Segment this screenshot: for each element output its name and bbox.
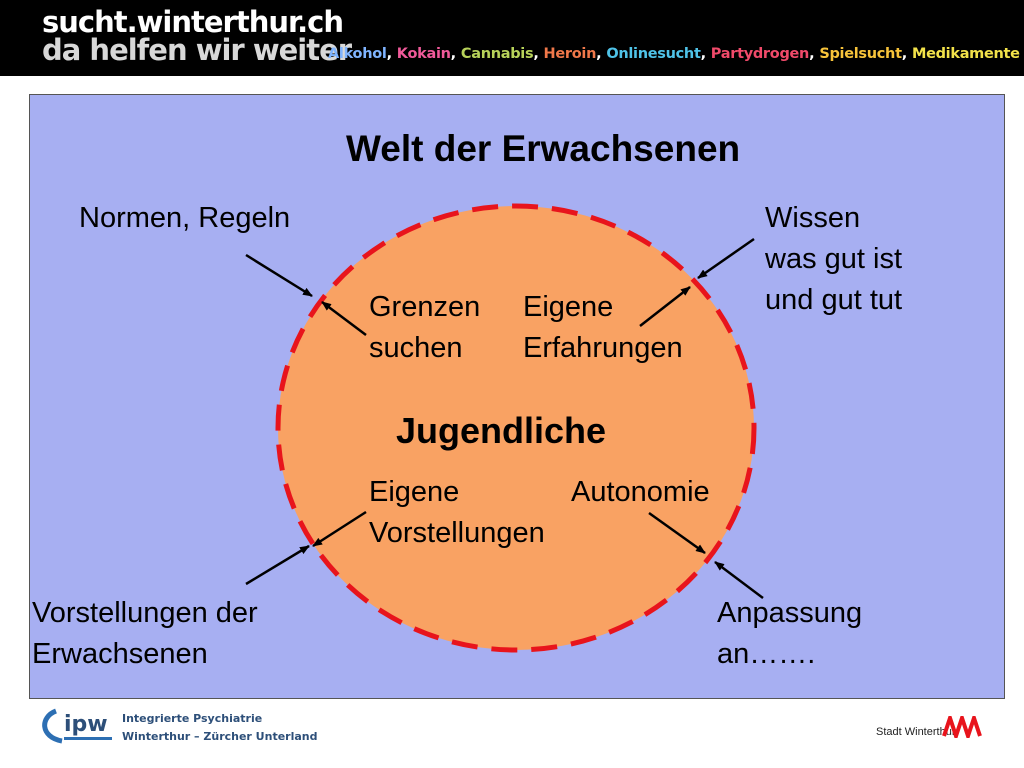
- label-eigene-erfahrungen: Eigene Erfahrungen: [523, 287, 683, 369]
- label-wissen: Wissen was gut ist und gut tut: [765, 198, 902, 321]
- substance-onlinesucht: Onlinesucht: [606, 46, 701, 62]
- label-erfahrungen-line2: Erfahrungen: [523, 332, 683, 364]
- arrow-eigene-vorstellungen: [312, 510, 367, 548]
- arrow-erfahrungen: [639, 286, 691, 327]
- label-anpassung-line1: Anpassung: [717, 597, 863, 629]
- label-wissen-line1: Wissen: [765, 202, 861, 234]
- substance-separator: ,: [386, 46, 393, 62]
- substance-separator: ,: [596, 46, 602, 62]
- arrow-wissen: [697, 237, 755, 280]
- label-grenzen-line1: Grenzen: [369, 291, 481, 323]
- substance-heroin: Heroin: [543, 46, 597, 62]
- substance-cannabis: Cannabis: [460, 46, 534, 62]
- label-vorstellungen-line2: Vorstellungen: [369, 517, 545, 549]
- substance-separator: ,: [450, 46, 457, 62]
- label-wissen-line2: was gut ist: [765, 243, 902, 275]
- winterthur-coat-icon: [942, 716, 982, 738]
- label-erw-line2: Erwachsenen: [32, 638, 208, 670]
- label-erw-line1: Vorstellungen der: [32, 597, 258, 629]
- label-eigene-vorstellungen: Eigene Vorstellungen: [369, 472, 545, 554]
- arrow-vorstellungen-erw: [245, 544, 310, 586]
- substance-medikamente: Medikamente: [911, 46, 1020, 62]
- city-label: Stadt Winterthur: [876, 726, 956, 738]
- label-grenzen-suchen: Grenzen suchen: [369, 287, 480, 369]
- center-label: Jugendliche: [396, 410, 607, 451]
- ipw-logo-text: ipw: [64, 712, 108, 737]
- substance-list: Alkohol,Kokain,Cannabis,Heroin,Onlinesuc…: [328, 46, 1020, 62]
- label-autonomie: Autonomie: [571, 476, 710, 508]
- label-anpassung-line2: an…….: [717, 638, 816, 670]
- label-anpassung: Anpassung an…….: [717, 593, 862, 675]
- header-bar: sucht.winterthur.ch da helfen wir weiter…: [0, 0, 1024, 76]
- label-erfahrungen-line1: Eigene: [523, 291, 614, 323]
- substance-separator: ,: [901, 46, 908, 62]
- substance-partydrogen: Partydrogen: [710, 46, 810, 62]
- substance-kokain: Kokain: [396, 46, 451, 62]
- label-normen-regeln: Normen, Regeln: [79, 202, 291, 234]
- arrow-normen: [245, 253, 313, 298]
- substance-separator: ,: [533, 46, 539, 62]
- label-wissen-line3: und gut tut: [765, 284, 903, 316]
- site-url: sucht.winterthur.ch: [42, 5, 344, 39]
- substance-alkohol: Alkohol: [328, 46, 387, 62]
- substance-separator: ,: [700, 46, 707, 62]
- arrow-anpassung: [714, 561, 764, 599]
- arrow-autonomie: [648, 511, 706, 555]
- youth-circle: [275, 203, 757, 653]
- arrow-grenzen: [321, 301, 367, 336]
- ipw-name-line2: Winterthur – Zürcher Unterland: [122, 730, 318, 743]
- label-vorstellungen-erwachsenen: Vorstellungen der Erwachsenen: [32, 593, 258, 675]
- substance-spielsucht: Spielsucht: [819, 46, 902, 62]
- diagram-title: Welt der Erwachsenen: [346, 128, 741, 169]
- site-slogan: da helfen wir weiter: [42, 33, 352, 67]
- ipw-logo-icon: ipw: [42, 708, 112, 744]
- ipw-name-line1: Integrierte Psychiatrie: [122, 712, 263, 725]
- label-vorstellungen-line1: Eigene: [369, 476, 460, 508]
- substance-separator: ,: [809, 46, 815, 62]
- label-grenzen-line2: suchen: [369, 332, 463, 364]
